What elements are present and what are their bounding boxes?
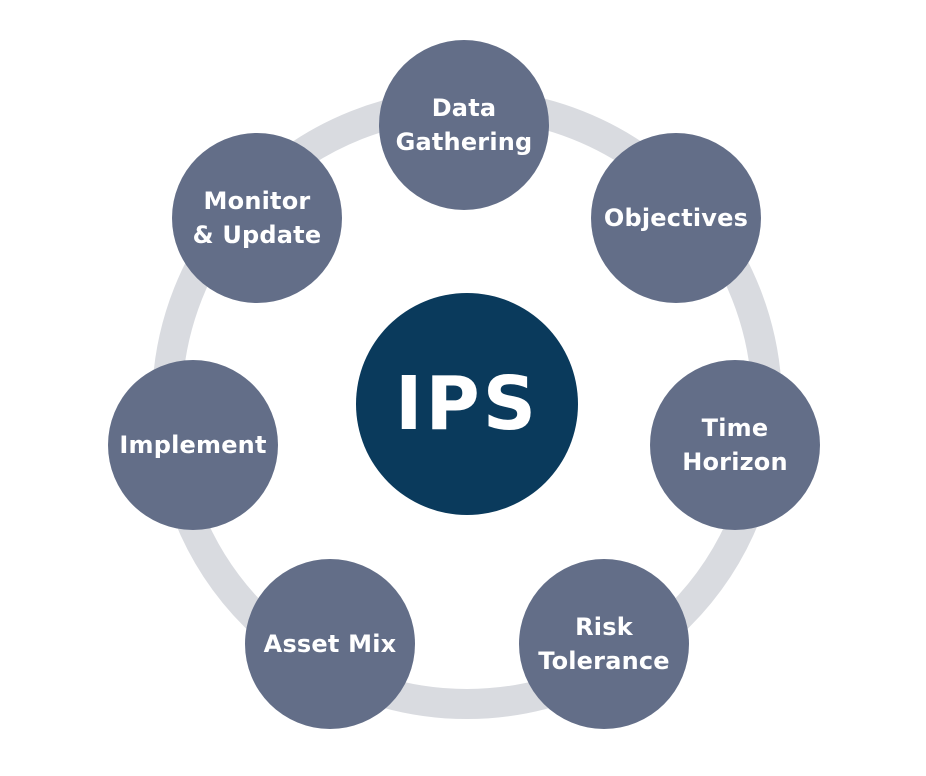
step-time-horizon: Time Horizon xyxy=(650,360,820,530)
step-risk-tolerance: Risk Tolerance xyxy=(519,559,689,729)
center-label: IPS xyxy=(394,361,540,447)
step-label: Time Horizon xyxy=(682,414,788,476)
step-label: Asset Mix xyxy=(263,630,397,658)
step-objectives: Objectives xyxy=(591,133,761,303)
step-label: Implement xyxy=(119,431,267,459)
center-hub: IPS xyxy=(356,293,578,515)
step-monitor-update: Monitor & Update xyxy=(172,133,342,303)
step-label: Monitor & Update xyxy=(192,187,322,249)
step-implement: Implement xyxy=(108,360,278,530)
step-asset-mix: Asset Mix xyxy=(245,559,415,729)
step-label: Data Gathering xyxy=(395,94,533,156)
step-label: Risk Tolerance xyxy=(538,613,670,675)
step-label: Objectives xyxy=(603,204,749,232)
step-data-gathering: Data Gathering xyxy=(379,40,549,210)
